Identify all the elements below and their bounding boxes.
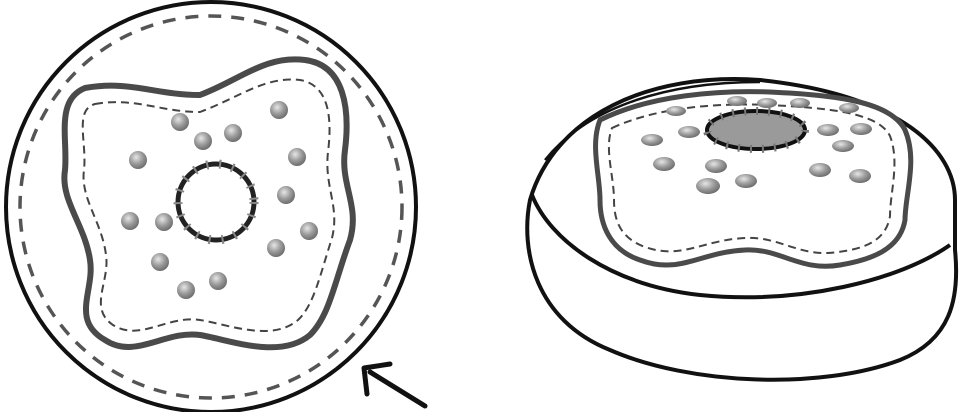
sprinkle — [832, 140, 854, 152]
sprinkle — [757, 98, 777, 108]
sprinkle — [171, 113, 189, 131]
sprinkle — [850, 123, 872, 135]
sprinkle — [735, 174, 757, 188]
donut-perspective-view — [527, 79, 956, 380]
sprinkle — [809, 163, 831, 177]
sprinkle — [209, 272, 227, 290]
sprinkle — [121, 212, 139, 230]
sprinkle — [224, 124, 242, 142]
donut-top-view — [6, 2, 416, 412]
sprinkle — [194, 132, 212, 150]
sprinkle — [277, 186, 295, 204]
sprinkle — [727, 96, 747, 106]
sprinkle — [288, 148, 306, 166]
sprinkle — [300, 222, 318, 240]
sprinkle — [129, 151, 147, 169]
arrow-up-left-icon — [364, 364, 425, 406]
sprinkle — [839, 103, 859, 113]
sprinkle — [790, 98, 810, 108]
sprinkle — [653, 157, 675, 171]
sprinkle — [666, 106, 686, 116]
sprinkle — [155, 213, 173, 231]
sprinkle — [705, 159, 727, 173]
sprinkle — [817, 124, 839, 136]
sprinkle — [177, 281, 195, 299]
sprinkle — [151, 253, 169, 271]
sprinkle — [267, 239, 285, 257]
sprinkle — [678, 126, 700, 138]
sprinkle — [270, 101, 288, 119]
sprinkle — [696, 178, 720, 194]
sprinkle — [849, 169, 871, 183]
sprinkle — [641, 134, 663, 146]
